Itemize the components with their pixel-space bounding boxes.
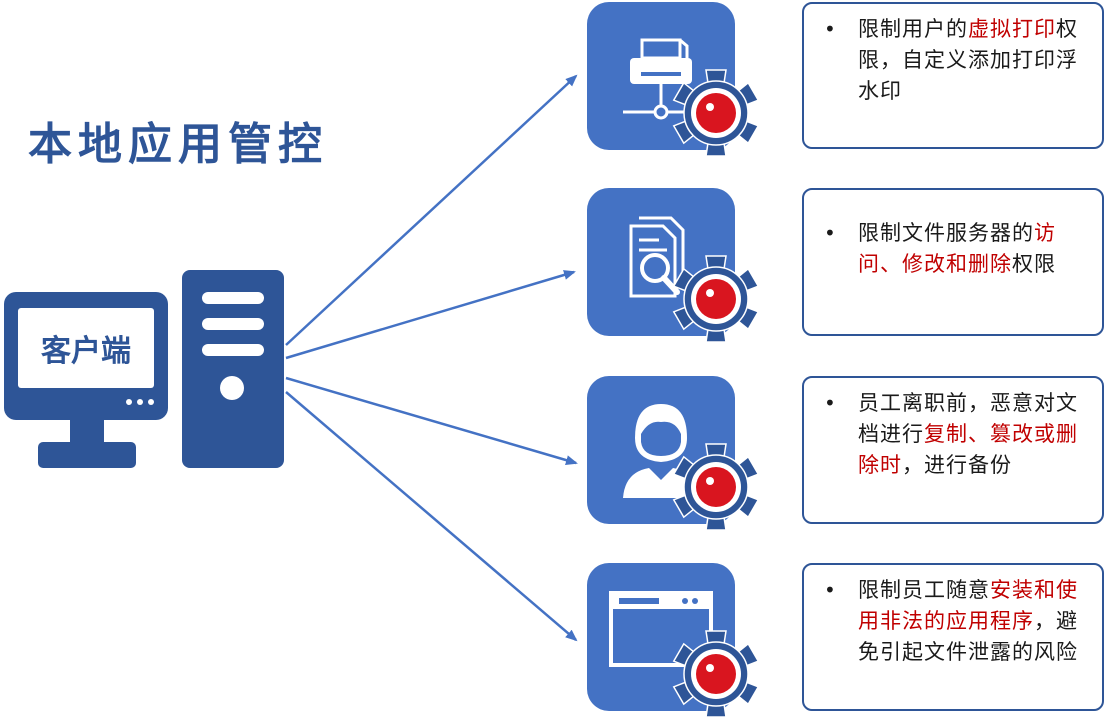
bullet: • xyxy=(824,17,836,41)
text-segment: 权限 xyxy=(1012,252,1056,276)
lens-gear-icon xyxy=(672,255,760,343)
info-box-backup: • 员工离职前，恶意对文档进行复制、篡改或删除时，进行备份 xyxy=(802,376,1104,524)
pc-tower-icon xyxy=(182,270,284,468)
info-text: 限制员工随意安装和使用非法的应用程序，避免引起文件泄露的风险 xyxy=(858,575,1088,668)
application-tile xyxy=(587,563,760,718)
printer-network-tile xyxy=(587,2,760,157)
client-computer: 客户端 xyxy=(0,270,290,475)
arrow-to-application xyxy=(285,391,578,642)
info-text: 员工离职前，恶意对文档进行复制、篡改或删除时，进行备份 xyxy=(858,388,1088,481)
monitor-icon: 客户端 xyxy=(4,292,168,420)
lens-gear-icon xyxy=(672,443,760,531)
monitor-stand xyxy=(70,420,104,444)
document-search-icon xyxy=(629,216,685,298)
info-text: 限制用户的虚拟打印权限，自定义添加打印浮水印 xyxy=(858,14,1088,107)
file-server-tile xyxy=(587,188,760,343)
lens-gear-icon xyxy=(672,69,760,157)
monitor-base xyxy=(38,442,136,468)
text-segment: 限制员工随意 xyxy=(858,578,990,602)
employee-tile xyxy=(587,376,760,531)
monitor-buttons xyxy=(121,390,154,409)
text-segment: 限制用户的 xyxy=(858,17,968,41)
application-window-icon xyxy=(609,591,713,667)
arrow-to-printer xyxy=(285,74,578,346)
text-segment: 限制文件服务器的 xyxy=(858,221,1034,245)
text-segment: 员工离职前，恶意对文档进行 xyxy=(858,391,1078,446)
client-label: 客户端 xyxy=(41,334,131,369)
info-text: 限制文件服务器的访问、修改和删除权限 xyxy=(858,218,1088,280)
bullet: • xyxy=(824,391,836,415)
monitor-screen: 客户端 xyxy=(18,308,154,388)
info-box-virtual-print: • 限制用户的虚拟打印权限，自定义添加打印浮水印 xyxy=(802,2,1104,149)
page-title: 本地应用管控 xyxy=(28,119,328,170)
arrow-to-employee xyxy=(285,376,578,465)
highlight-segment: 安装和使用非法的应用程序 xyxy=(858,578,1078,633)
text-segment: ，避免引起文件泄露的风险 xyxy=(858,609,1078,664)
bullet: • xyxy=(824,221,836,245)
info-box-file-server: • 限制文件服务器的访问、修改和删除权限 xyxy=(802,188,1104,336)
lens-gear-icon xyxy=(672,630,760,718)
highlight-segment: 复制、篡改或删除时 xyxy=(858,422,1078,477)
power-button-icon xyxy=(220,376,244,400)
highlight-segment: 虚拟打印 xyxy=(968,17,1056,41)
text-segment: ，进行备份 xyxy=(902,453,1012,477)
info-box-illegal-apps: • 限制员工随意安装和使用非法的应用程序，避免引起文件泄露的风险 xyxy=(802,563,1104,711)
arrow-to-file-server xyxy=(285,270,576,360)
highlight-segment: 访问、修改和删除 xyxy=(858,221,1056,276)
bullet: • xyxy=(824,578,836,602)
printer-network-icon xyxy=(623,38,699,120)
text-segment: 权限，自定义添加打印浮水印 xyxy=(858,17,1078,103)
